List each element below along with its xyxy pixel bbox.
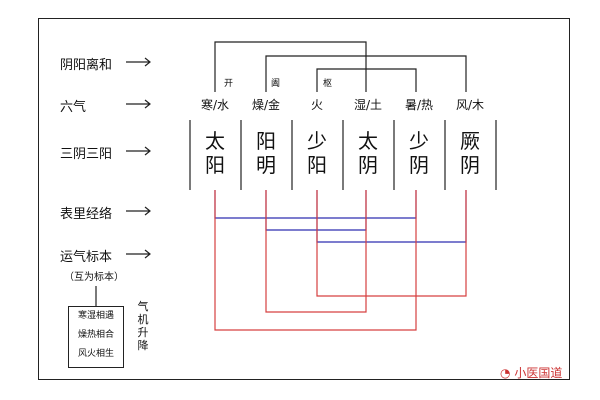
qi-label-5: 风/木 — [455, 98, 485, 112]
meridian-bottom: 阴 — [358, 153, 378, 177]
blue-taiyang-shaoyin — [214, 190, 417, 219]
arrow-lihe — [126, 57, 151, 67]
box-line: 风火相生 — [77, 349, 114, 359]
meridian-column-3: 太 阴 — [343, 120, 393, 190]
meridian-column-1: 阳 明 — [241, 120, 291, 190]
meridian-top: 太 — [205, 129, 225, 153]
qi-label-1: 燥/金 — [251, 98, 281, 112]
box-line: 寒湿相遇 — [77, 311, 114, 321]
meridian-column-4: 少 阴 — [394, 120, 444, 190]
wechat-icon: ◔ — [500, 366, 511, 380]
row-label-lihe: 阴阳离和 — [60, 58, 113, 73]
interaction-box: 寒湿相遇 燥热相合 风火相生 — [68, 306, 124, 368]
blue-yangming-taiyin — [265, 190, 367, 231]
box-line: 燥热相合 — [77, 330, 114, 340]
row-label-liuqi: 六气 — [60, 100, 87, 115]
meridian-column-2: 少 阳 — [292, 120, 342, 190]
vertical-char: 升 — [137, 326, 149, 339]
row-label-sanyin: 三阴三阳 — [60, 147, 113, 162]
meridian-bottom: 阴 — [460, 153, 480, 177]
vertical-char: 气 — [137, 300, 149, 313]
red-yangming-taiyin — [265, 190, 367, 313]
vertical-char: 机 — [137, 313, 149, 326]
arrow-liuqi — [126, 99, 151, 109]
meridian-top: 太 — [358, 129, 378, 153]
row-label-biaoben: 运气标本 — [60, 250, 113, 265]
watermark-text: 小医国道 — [514, 366, 563, 380]
qi-label-4: 暑/热 — [404, 98, 434, 112]
vertical-char: 降 — [137, 339, 149, 352]
meridian-bottom: 阳 — [307, 153, 327, 177]
pivot-label-shu: 枢 — [323, 79, 333, 89]
arrow-biaoli — [126, 206, 151, 216]
qi-label-0: 寒/水 — [200, 98, 230, 112]
diagram-frame — [38, 18, 570, 380]
watermark: ◔ 小医国道 — [500, 364, 562, 381]
qi-label-3: 湿/土 — [353, 98, 383, 112]
row-label-biaoben-sub: （互为标本） — [64, 272, 124, 283]
red-shaoyang-jueyin — [316, 190, 467, 297]
meridian-top: 少 — [307, 129, 327, 153]
bracket-kai — [214, 41, 367, 92]
pivot-label-he: 阖 — [271, 79, 281, 89]
meridian-column-5: 厥 阴 — [445, 120, 495, 190]
meridian-top: 厥 — [460, 129, 480, 153]
qi-label-2: 火 — [310, 98, 323, 112]
row-label-biaoli: 表里经络 — [60, 207, 113, 222]
red-taiyang-shaoyin — [214, 190, 417, 331]
meridian-top: 阳 — [256, 129, 276, 153]
arrow-sanyin — [126, 146, 151, 156]
vertical-caption: 气 机 升 降 — [136, 300, 150, 352]
meridian-bottom: 明 — [256, 153, 276, 177]
arrow-biaoben — [126, 249, 151, 259]
bracket-he — [265, 55, 467, 92]
meridian-bottom: 阳 — [205, 153, 225, 177]
meridian-bottom: 阴 — [409, 153, 429, 177]
bracket-shu — [316, 68, 417, 92]
meridian-column-0: 太 阳 — [190, 120, 240, 190]
pivot-label-kai: 开 — [224, 79, 234, 89]
meridian-top: 少 — [409, 129, 429, 153]
blue-shaoyang-jueyin — [316, 190, 467, 243]
